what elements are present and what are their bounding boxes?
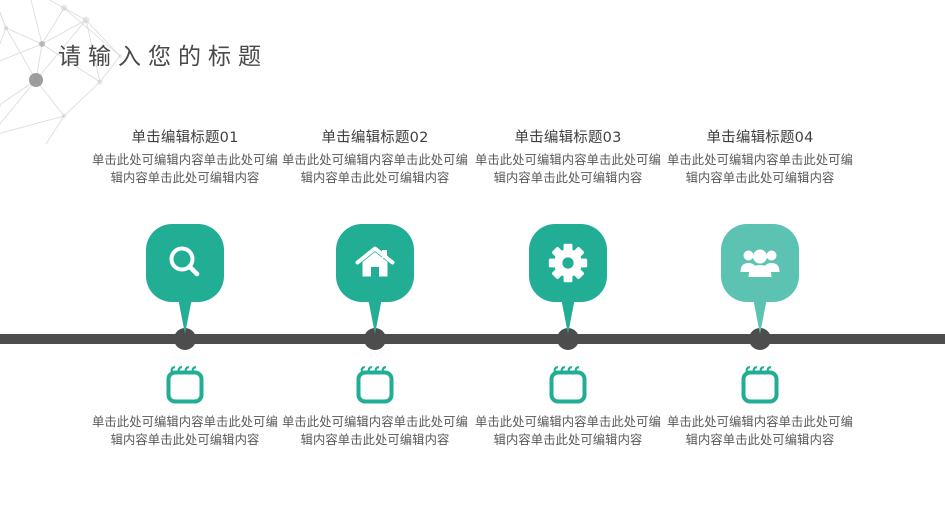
column-2-footer-description: 单击此处可编辑内容单击此处可编辑内容单击此处可编辑内容: [282, 415, 468, 447]
column-2-footer: 单击此处可编辑内容单击此处可编辑内容单击此处可编辑内容: [265, 414, 485, 449]
badge-body-4[interactable]: [721, 224, 799, 302]
column-2-header: 单击编辑标题02 单击此处可编辑内容单击此处可编辑内容单击此处可编辑内容: [265, 128, 485, 187]
column-4-header: 单击编辑标题04 单击此处可编辑内容单击此处可编辑内容单击此处可编辑内容: [650, 128, 870, 187]
badge-body-2[interactable]: [336, 224, 414, 302]
column-1-title: 单击编辑标题01: [131, 130, 239, 146]
timeline-bar: [0, 334, 945, 344]
column-4-footer: 单击此处可编辑内容单击此处可编辑内容单击此处可编辑内容: [650, 414, 870, 449]
column-3-footer-description: 单击此处可编辑内容单击此处可编辑内容单击此处可编辑内容: [475, 415, 661, 447]
home-icon: [355, 246, 395, 277]
column-3-footer: 单击此处可编辑内容单击此处可编辑内容单击此处可编辑内容: [458, 414, 678, 449]
column-3-header: 单击编辑标题03 单击此处可编辑内容单击此处可编辑内容单击此处可编辑内容: [458, 128, 678, 187]
badge-tail-4: [753, 298, 767, 334]
notepad-icon: [549, 366, 587, 404]
notepad-icon: [356, 366, 394, 404]
column-3-notepad[interactable]: [547, 364, 589, 406]
badge-tail-2: [368, 298, 382, 334]
timeline-column-2: 单击编辑标题02 单击此处可编辑内容单击此处可编辑内容单击此处可编辑内容: [265, 0, 485, 529]
badge-body-3[interactable]: [529, 224, 607, 302]
page-title: 请输入您的标题: [58, 44, 268, 70]
column-4-footer-description: 单击此处可编辑内容单击此处可编辑内容单击此处可编辑内容: [667, 415, 853, 447]
column-4-notepad[interactable]: [739, 364, 781, 406]
notepad-icon: [741, 366, 779, 404]
column-4-description: 单击此处可编辑内容单击此处可编辑内容单击此处可编辑内容: [667, 153, 853, 185]
column-1-footer-description: 单击此处可编辑内容单击此处可编辑内容单击此处可编辑内容: [92, 415, 278, 447]
badge-body-1[interactable]: [146, 224, 224, 302]
search-icon: [169, 246, 200, 277]
badge-tail-3: [561, 298, 575, 334]
timeline-column-3: 单击编辑标题03 单击此处可编辑内容单击此处可编辑内容单击此处可编辑内容: [458, 0, 678, 529]
column-3-badge[interactable]: [529, 224, 607, 334]
column-2-description: 单击此处可编辑内容单击此处可编辑内容单击此处可编辑内容: [282, 153, 468, 185]
column-1-notepad[interactable]: [164, 364, 206, 406]
column-4-badge[interactable]: [721, 224, 799, 334]
timeline-column-1: 单击编辑标题01 单击此处可编辑内容单击此处可编辑内容单击此处可编辑内容 单: [75, 0, 295, 529]
column-2-badge[interactable]: [336, 224, 414, 334]
badge-tail-1: [178, 298, 192, 334]
gear-icon: [548, 243, 588, 283]
column-1-footer: 单击此处可编辑内容单击此处可编辑内容单击此处可编辑内容: [75, 414, 295, 449]
column-2-notepad[interactable]: [354, 364, 396, 406]
column-1-header: 单击编辑标题01 单击此处可编辑内容单击此处可编辑内容单击此处可编辑内容: [75, 128, 295, 187]
column-3-title: 单击编辑标题03: [514, 130, 622, 146]
people-group-icon: [740, 249, 780, 277]
column-2-title: 单击编辑标题02: [321, 130, 429, 146]
timeline-column-4: 单击编辑标题04 单击此处可编辑内容单击此处可编辑内容单击此处可编辑内容: [650, 0, 870, 529]
notepad-icon: [166, 366, 204, 404]
column-1-description: 单击此处可编辑内容单击此处可编辑内容单击此处可编辑内容: [92, 153, 278, 185]
column-1-badge[interactable]: [146, 224, 224, 334]
column-3-description: 单击此处可编辑内容单击此处可编辑内容单击此处可编辑内容: [475, 153, 661, 185]
column-4-title: 单击编辑标题04: [706, 130, 814, 146]
